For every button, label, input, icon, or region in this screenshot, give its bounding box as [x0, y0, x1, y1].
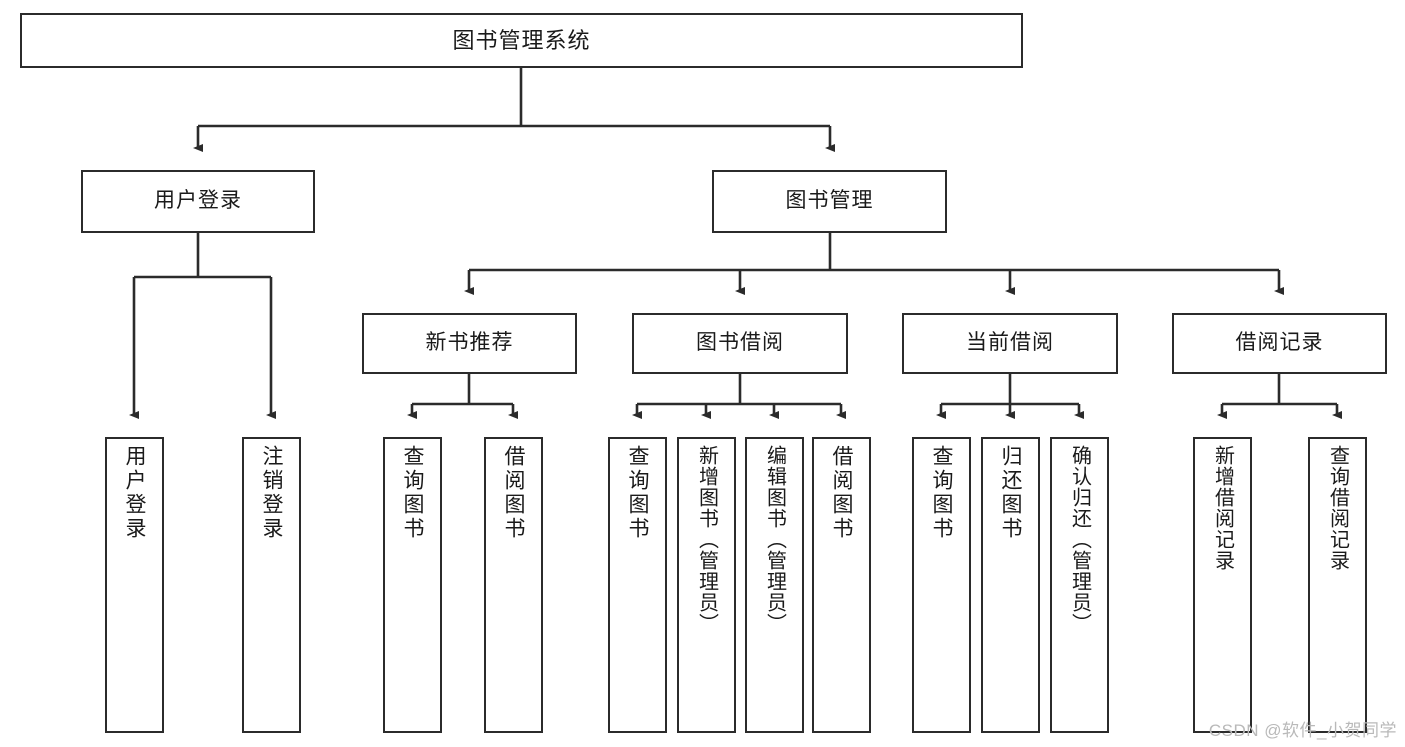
node-new-book-recommend-label: 新书推荐: [425, 331, 514, 355]
leaf-book-borrow-borrow-label: 借阅图书: [830, 445, 853, 541]
leaf-user-login-login[interactable]: 用户登录: [105, 437, 164, 733]
node-user-login[interactable]: 用户登录: [81, 170, 315, 233]
leaf-new-book-query[interactable]: 查询图书: [383, 437, 442, 733]
leaf-new-book-query-label: 查询图书: [401, 445, 424, 541]
node-borrow-record-label: 借阅记录: [1235, 331, 1324, 355]
leaf-book-borrow-add[interactable]: 新增图书（管理员）: [677, 437, 736, 733]
leaf-book-borrow-add-label: 新增图书（管理员）: [695, 445, 718, 634]
leaf-book-borrow-query[interactable]: 查询图书: [608, 437, 667, 733]
leaf-new-book-borrow[interactable]: 借阅图书: [484, 437, 543, 733]
leaf-book-borrow-borrow[interactable]: 借阅图书: [812, 437, 871, 733]
node-current-borrow-label: 当前借阅: [966, 331, 1054, 355]
leaf-current-borrow-confirm-return-label: 确认归还（管理员）: [1068, 445, 1091, 634]
node-user-login-label: 用户登录: [154, 189, 242, 213]
node-book-management-label: 图书管理: [785, 189, 874, 213]
leaf-borrow-record-query[interactable]: 查询借阅记录: [1308, 437, 1367, 733]
leaf-user-login-logout[interactable]: 注销登录: [242, 437, 301, 733]
leaf-user-login-logout-label: 注销登录: [260, 445, 283, 541]
node-borrow-record[interactable]: 借阅记录: [1172, 313, 1387, 374]
leaf-current-borrow-return-label: 归还图书: [999, 445, 1022, 541]
node-book-borrow-label: 图书借阅: [696, 331, 784, 355]
node-new-book-recommend[interactable]: 新书推荐: [362, 313, 577, 374]
node-book-borrow[interactable]: 图书借阅: [632, 313, 848, 374]
node-book-management[interactable]: 图书管理: [712, 170, 947, 233]
leaf-book-borrow-query-label: 查询图书: [626, 445, 649, 541]
leaf-borrow-record-add-label: 新增借阅记录: [1211, 445, 1234, 571]
leaf-book-borrow-edit[interactable]: 编辑图书（管理员）: [745, 437, 804, 733]
node-root-system[interactable]: 图书管理系统: [20, 13, 1023, 68]
leaf-borrow-record-add[interactable]: 新增借阅记录: [1193, 437, 1252, 733]
leaf-new-book-borrow-label: 借阅图书: [502, 445, 525, 541]
leaf-borrow-record-query-label: 查询借阅记录: [1326, 445, 1349, 571]
leaf-current-borrow-confirm-return[interactable]: 确认归还（管理员）: [1050, 437, 1109, 733]
leaf-user-login-login-label: 用户登录: [123, 445, 146, 541]
node-current-borrow[interactable]: 当前借阅: [902, 313, 1118, 374]
node-root-system-label: 图书管理系统: [452, 27, 591, 53]
watermark-text: CSDN @软件_小贺同学: [1208, 721, 1397, 740]
leaf-current-borrow-query-label: 查询图书: [930, 445, 953, 541]
leaf-current-borrow-return[interactable]: 归还图书: [981, 437, 1040, 733]
leaf-book-borrow-edit-label: 编辑图书（管理员）: [763, 445, 786, 634]
leaf-current-borrow-query[interactable]: 查询图书: [912, 437, 971, 733]
